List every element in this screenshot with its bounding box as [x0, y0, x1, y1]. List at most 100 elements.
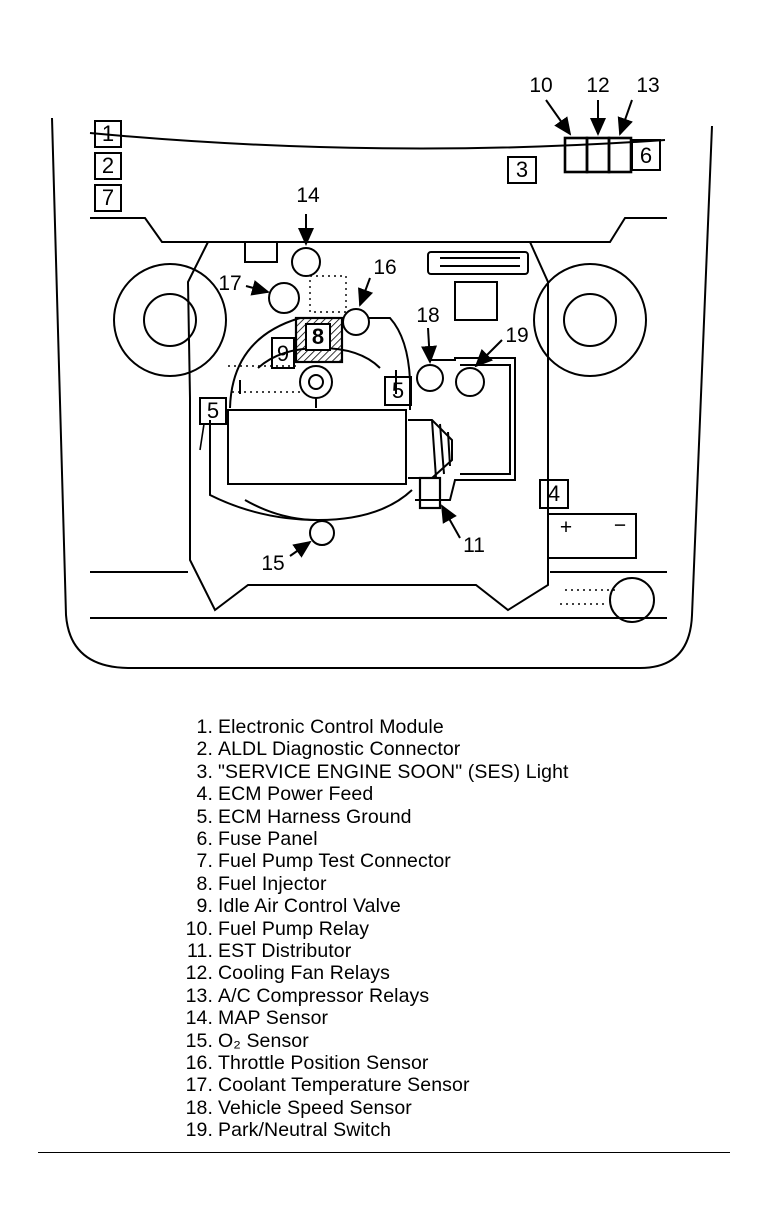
callout-17: 17: [218, 272, 241, 295]
legend-label: ALDL Diagnostic Connector: [218, 738, 461, 761]
legend-number: 3.: [196, 760, 213, 783]
est-distributor-box: [418, 476, 442, 510]
legend-item: 11.EST Distributor: [0, 940, 767, 962]
callout-box-2: [94, 152, 122, 180]
harness-connector: [244, 241, 278, 263]
callout-box-9: [271, 337, 295, 369]
callout-7: 7: [102, 185, 114, 210]
legend-label: Vehicle Speed Sensor: [218, 1096, 412, 1119]
legend-number: 5.: [196, 805, 213, 828]
callout-12: 12: [586, 74, 609, 97]
legend-number: 4.: [196, 783, 213, 806]
callout-8: 8: [312, 324, 324, 349]
callout-15: 15: [261, 552, 284, 575]
legend-number: 12.: [185, 962, 213, 985]
coolant-sensor-circle: [268, 282, 300, 314]
callout-19: 19: [505, 324, 528, 347]
legend-item: 9.Idle Air Control Valve: [0, 895, 767, 917]
vss-sensor-circle: [416, 364, 444, 392]
callout-16: 16: [373, 256, 396, 279]
legend-label: Cooling Fan Relays: [218, 962, 390, 985]
callout-4: 4: [548, 481, 560, 506]
legend-number: 1.: [196, 716, 213, 738]
legend-label: A/C Compressor Relays: [218, 984, 430, 1007]
legend-label: "SERVICE ENGINE SOON" (SES) Light: [218, 760, 569, 783]
legend-item: 17.Coolant Temperature Sensor: [0, 1074, 767, 1096]
legend-item: 6.Fuse Panel: [0, 828, 767, 850]
legend-item: 2.ALDL Diagnostic Connector: [0, 738, 767, 760]
left-strut-tower: [113, 263, 227, 377]
legend-label: Fuel Pump Relay: [218, 917, 370, 940]
legend-label: Electronic Control Module: [218, 716, 444, 738]
legend-label: Fuel Pump Test Connector: [218, 850, 451, 873]
legend-item: 3."SERVICE ENGINE SOON" (SES) Light: [0, 761, 767, 783]
legend-item: 10.Fuel Pump Relay: [0, 918, 767, 940]
callout-box-7: [94, 184, 122, 212]
transaxle: [415, 357, 516, 501]
cowl-line: [89, 132, 666, 150]
legend-number: 7.: [196, 850, 213, 873]
legend-number: 15.: [185, 1029, 213, 1052]
legend-label: EST Distributor: [218, 940, 352, 962]
callout-box-5a: [199, 397, 227, 425]
legend-number: 2.: [196, 738, 213, 761]
legend-item: 8.Fuel Injector: [0, 873, 767, 895]
legend-item: 18.Vehicle Speed Sensor: [0, 1097, 767, 1119]
legend-item: 12.Cooling Fan Relays: [0, 962, 767, 984]
air-cleaner-base: [454, 281, 498, 321]
legend-item: 4.ECM Power Feed: [0, 783, 767, 805]
right-strut-tower: [533, 263, 647, 377]
callout-box-8: [305, 323, 331, 351]
callout-10: 10: [529, 74, 552, 97]
legend-number: 6.: [196, 828, 213, 850]
front-crossmember: [90, 571, 667, 619]
legend-label: O₂ Sensor: [218, 1029, 309, 1052]
relay-block-fuel: [563, 136, 589, 174]
legend-number: 13.: [185, 984, 213, 1007]
callout-5a: 5: [207, 398, 219, 423]
legend-item: 14.MAP Sensor: [0, 1007, 767, 1029]
callout-box-1: [94, 120, 122, 148]
battery-plus: +: [560, 516, 572, 539]
callout-6: 6: [640, 143, 652, 168]
legend-number: 18.: [185, 1096, 213, 1119]
legend-number: 16.: [185, 1052, 213, 1074]
legend-item: 1.Electronic Control Module: [0, 716, 767, 738]
legend-label: ECM Harness Ground: [218, 805, 412, 828]
throttle-body: [299, 365, 333, 399]
legend-label: MAP Sensor: [218, 1007, 329, 1030]
valve-cover: [227, 409, 407, 485]
callout-5b: 5: [392, 378, 404, 403]
legend-number: 9.: [196, 895, 213, 918]
callout-box-4: [539, 479, 569, 509]
legend-label: Fuel Injector: [218, 872, 327, 895]
callout-box-3: [507, 156, 537, 184]
callout-18: 18: [416, 304, 439, 327]
legend-number: 8.: [196, 872, 213, 895]
legend-number: 11.: [187, 940, 213, 962]
engine-compartment-diagram: 1 2 7 3 6 4 5 5 9 8 10 12 13 14 17 16 18…: [51, 74, 713, 669]
callout-3: 3: [516, 157, 528, 182]
firewall-shelf: [90, 217, 667, 243]
legend-number: 19.: [185, 1119, 213, 1142]
legend-item: 7.Fuel Pump Test Connector: [0, 850, 767, 872]
legend-label: Fuse Panel: [218, 828, 318, 850]
relay-block-ac: [607, 136, 633, 174]
callout-1: 1: [102, 121, 114, 146]
park-neutral-circle: [455, 367, 485, 397]
legend-label: Idle Air Control Valve: [218, 895, 401, 918]
battery: [547, 513, 637, 559]
legend-number: 17.: [185, 1074, 213, 1097]
legend-number: 14.: [185, 1007, 213, 1030]
air-cleaner-top: [427, 251, 529, 275]
callout-13: 13: [636, 74, 659, 97]
legend-label: Throttle Position Sensor: [218, 1052, 429, 1074]
legend-label: ECM Power Feed: [218, 783, 374, 806]
callout-14: 14: [296, 184, 320, 207]
o2-sensor-circle: [309, 520, 335, 546]
map-sensor-circle: [291, 247, 321, 277]
legend-item: 16.Throttle Position Sensor: [0, 1052, 767, 1074]
callout-9: 9: [277, 341, 289, 366]
callout-box-5b: [384, 376, 412, 406]
legend-number: 10.: [185, 917, 213, 940]
